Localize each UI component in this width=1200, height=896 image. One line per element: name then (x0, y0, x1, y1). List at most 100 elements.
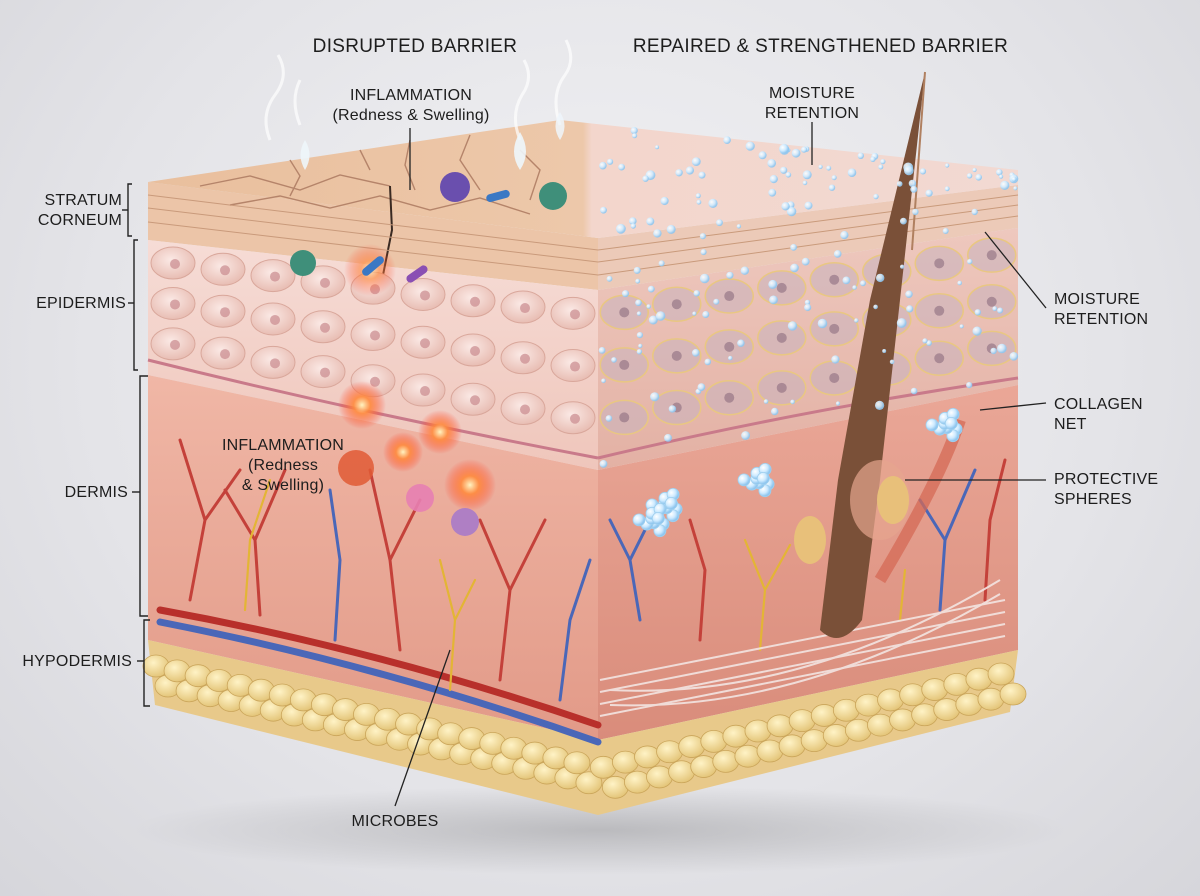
cell-nucleus (470, 395, 480, 406)
cell-nucleus (220, 265, 230, 276)
top-surface (148, 120, 1018, 238)
callout-microbes: MICROBES (351, 813, 439, 830)
cell-nucleus (320, 367, 330, 378)
cell-nucleus (829, 372, 840, 383)
moisture-droplet (942, 228, 949, 234)
cell-nucleus (270, 358, 280, 369)
blood-vessels-right (608, 458, 1007, 652)
moisture-droplet (632, 133, 638, 139)
moisture-droplet (646, 304, 651, 309)
moisture-droplet (1011, 176, 1017, 182)
moisture-droplets (598, 127, 1019, 468)
moisture-droplet (630, 223, 636, 229)
layer-brackets (122, 183, 150, 707)
moisture-droplet (647, 285, 655, 293)
protective-spheres (632, 407, 963, 538)
moisture-droplet (992, 306, 998, 312)
cell-nucleus (724, 291, 735, 302)
moisture-droplet (972, 167, 977, 173)
moisture-droplet (646, 217, 655, 226)
moisture-droplet (990, 347, 997, 355)
moisture-droplet (716, 219, 723, 227)
protective-sphere (925, 418, 939, 432)
cell-nucleus (934, 258, 945, 269)
heading-disrupted-barrier: DISRUPTED BARRIER (312, 36, 518, 57)
moisture-droplet (633, 266, 641, 274)
moisture-droplet (826, 165, 832, 171)
moisture-droplet (697, 383, 706, 391)
moisture-droplet (693, 290, 700, 297)
moisture-droplet (769, 175, 778, 184)
moisture-droplet (741, 431, 750, 440)
moisture-droplet (599, 460, 608, 468)
moisture-droplet (944, 186, 950, 192)
cell-nucleus (986, 250, 997, 261)
moisture-droplet (996, 169, 1003, 176)
label-dermis: DERMIS (64, 484, 128, 501)
moisture-droplet (854, 318, 859, 323)
callout-collagen-net: COLLAGEN NET (1054, 396, 1143, 433)
moisture-droplet (622, 290, 629, 298)
cell-nucleus (520, 303, 530, 314)
moisture-loss-wisps (264, 39, 573, 141)
label-stratum-corneum: STRATUM CORNEUM (37, 192, 122, 229)
moisture-droplet (878, 164, 884, 170)
moisture-droplet (790, 399, 795, 405)
moisture-droplet (835, 401, 841, 406)
moisture-droplet (668, 405, 677, 413)
cell-nucleus (986, 296, 997, 307)
moisture-droplet (873, 193, 879, 200)
cell-nucleus (370, 330, 380, 341)
moisture-droplet (599, 161, 607, 170)
moisture-droplet (768, 188, 777, 197)
moisture-droplet (860, 280, 866, 287)
fat-cell (987, 662, 1015, 686)
moisture-droplet (771, 407, 779, 416)
moisture-droplet (635, 299, 642, 307)
cell-nucleus (170, 258, 180, 269)
fat-lobules (142, 654, 1027, 799)
moisture-droplet (1013, 186, 1018, 191)
moisture-droplet (873, 304, 878, 310)
moisture-droplet (769, 295, 778, 305)
moisture-droplet (945, 163, 950, 168)
moisture-droplet (616, 223, 626, 234)
moisture-droplet (740, 266, 749, 275)
moisture-droplet (598, 347, 606, 354)
moisture-droplet (787, 321, 798, 331)
moisture-droplet (908, 179, 917, 188)
fat-cell (999, 682, 1027, 706)
protective-sphere (664, 496, 678, 510)
moisture-droplet (922, 338, 928, 344)
protective-sphere (944, 416, 958, 430)
moisture-droplet (904, 165, 914, 176)
moisture-droplet (723, 136, 731, 144)
moisture-droplet (611, 357, 617, 363)
epidermis-cells-left (150, 246, 596, 435)
moisture-droplet (1009, 352, 1019, 361)
heading-repaired-barrier: REPAIRED & STRENGTHENED BARRIER (632, 36, 1009, 57)
moisture-droplet (966, 173, 973, 179)
cell-nucleus (829, 323, 840, 334)
cell-nucleus (671, 350, 682, 361)
cell-nucleus (619, 412, 630, 423)
moisture-droplet (790, 244, 797, 251)
cell-nucleus (934, 305, 945, 316)
label-epidermis: EPIDERMIS (36, 295, 126, 312)
cell-nucleus (724, 392, 735, 403)
moisture-droplet (971, 208, 978, 216)
moisture-droplet (635, 278, 641, 284)
protective-sphere (651, 512, 665, 525)
moisture-droplet (606, 275, 613, 282)
moisture-droplet (876, 273, 885, 283)
moisture-droplet (786, 206, 797, 217)
moisture-droplet (925, 189, 933, 197)
moisture-droplet (870, 156, 876, 162)
moisture-droplet (636, 311, 642, 316)
moisture-droplet (675, 169, 683, 177)
moisture-droplet (629, 217, 637, 225)
moisture-droplet (828, 184, 836, 191)
cell-nucleus (570, 361, 580, 372)
moisture-droplet (607, 158, 614, 165)
